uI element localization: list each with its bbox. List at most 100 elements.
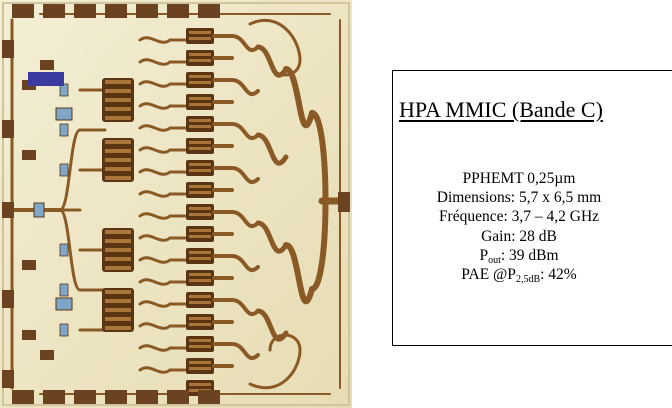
transistor-finger [105,107,131,111]
transistor-finger [189,191,211,194]
chip-trace [138,168,172,176]
chip-trace [138,58,172,66]
chip-trace [138,344,172,352]
transistor-finger [189,97,211,100]
transistor-finger [189,345,211,348]
transistor-finger [105,326,131,330]
spec-pae: PAE @P2,5dB: 42% [393,265,645,286]
input-capacitor [33,202,45,218]
bond-pad-top [74,4,96,18]
chip-trace [138,256,172,264]
input-pad [2,202,14,218]
bond-pad-bottom [198,390,220,404]
chip-trace [138,124,172,132]
chip-trace [138,190,172,198]
transistor-finger [189,59,211,62]
transistor-finger [189,207,211,210]
chip-trace [230,210,260,228]
transistor-stage2 [186,94,214,110]
bond-pad-bottom [74,390,96,404]
bias-block [22,260,36,270]
chip-traces [6,13,350,396]
chip-trace [248,333,302,390]
transistor-stage2 [186,314,214,330]
bond-pad-bottom [105,390,127,404]
bond-pad-top [167,4,189,18]
chip-pads [2,4,350,404]
transistor-finger [105,80,131,84]
transistor-stage2 [186,138,214,154]
output-pad [338,192,350,212]
spec-pout-value: : 39 dBm [500,246,559,264]
branch-capacitor [59,163,69,177]
branch-capacitor [59,283,69,297]
chip-trace [283,242,315,305]
bond-pad-bottom [12,390,34,404]
transistor-stage2 [186,270,214,286]
chip-trace [138,278,172,286]
transistor-stage2 [186,226,214,242]
bond-pad-side [2,120,14,138]
mmic-chip-photo [0,0,352,408]
spec-pae-value: : 42% [540,266,577,284]
transistor-finger [105,167,131,171]
chip-trace [230,122,260,140]
bond-pad-top [43,4,65,18]
transistor-finger [189,301,211,304]
bond-pad-side [2,40,14,58]
transistor-finger [189,119,211,122]
spec-gain: Gain: 28 dB [481,227,557,245]
bond-pad-top [105,4,127,18]
chip-trace [138,36,172,44]
chip-trace [138,366,172,374]
transistor-finger [189,103,211,106]
transistor-finger [105,230,131,234]
transistor-finger [105,248,131,252]
bias-block [22,150,36,160]
bond-pad-bottom [167,390,189,404]
chip-trace [230,298,260,316]
spec-pae-subscript: 2,5dB [515,274,541,286]
transistor-finger [105,89,131,93]
transistor-finger [105,308,131,312]
chip-marking [28,72,64,86]
bias-block [22,330,36,340]
transistor-stage2 [186,358,214,374]
spec-pout: Pout: 39 dBm [393,246,645,266]
transistor-stage2 [186,248,214,264]
chip-trace [138,212,172,220]
transistor-finger [189,339,211,342]
transistor-finger [189,383,211,386]
transistor-finger [189,31,211,34]
spec-technology: PPHEMT 0,25µm [462,170,576,187]
chip-trace [138,322,172,330]
bond-pad-top [198,4,220,18]
transistor-finger [189,235,211,238]
chip-trace [138,300,172,308]
transistor-finger [189,147,211,150]
transistor-finger [105,257,131,261]
chip-trace [58,128,82,212]
chip-trace [255,308,289,342]
chip-trace [255,220,289,254]
transistor-finger [189,229,211,232]
transistor-finger [105,266,131,270]
transistor-stage2 [186,292,214,308]
transistor-finger [189,37,211,40]
branch-capacitor [59,323,69,337]
chip-trace [230,78,260,96]
bias-block [40,350,54,360]
transistor-finger [189,367,211,370]
transistor-finger [189,257,211,260]
chip-trace [138,102,172,110]
transistor-finger [105,290,131,294]
branch-capacitor [59,123,69,137]
transistor-stage2 [186,72,214,88]
transistor-finger [189,141,211,144]
chip-trace [230,342,260,360]
spec-card: HPA MMIC (Bande C) PPHEMT 0,25µm Dimensi… [392,70,672,346]
transistor-finger [189,75,211,78]
spec-pout-subscript: out [488,254,501,266]
bond-pad-side [2,290,14,308]
spec-lines: PPHEMT 0,25µm Dimensions: 5,7 x 6,5 mm F… [393,169,645,286]
